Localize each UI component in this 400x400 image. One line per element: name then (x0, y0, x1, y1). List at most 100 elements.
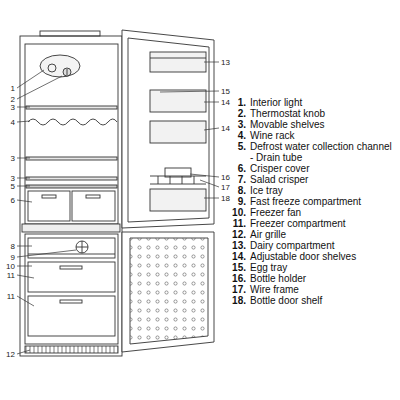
callout-number: 11 (7, 292, 15, 301)
fan-blades (76, 241, 88, 253)
legend-number: 2. (226, 108, 246, 119)
salad-crisper (28, 191, 70, 221)
part-name: Movable shelves (250, 119, 396, 130)
part-name: Freezer fan (250, 207, 396, 218)
callout-number: 17 (221, 183, 230, 192)
fridge-compartment (25, 44, 118, 224)
freezer-drawer (28, 296, 115, 336)
callout-number: 12 (6, 350, 15, 359)
leader-line (17, 275, 34, 278)
legend-number: 13. (226, 240, 246, 251)
callout-number: 16 (221, 173, 230, 182)
fast-freeze-compartment (28, 238, 115, 258)
legend-number: 8. (226, 185, 246, 196)
crisper-cover (26, 177, 117, 180)
part-name: Air grille (250, 229, 396, 240)
part-name: Freezer compartment (250, 218, 396, 229)
legend-number: 15. (226, 262, 246, 273)
leader-line (17, 186, 30, 187)
callout-number: 6 (11, 196, 15, 205)
leader-line (160, 91, 219, 92)
part-name: Interior light (250, 97, 396, 108)
bottle-door-shelf (150, 189, 206, 211)
wine-rack (28, 119, 117, 125)
legend-number: 3. (226, 119, 246, 130)
leader-line (17, 70, 44, 88)
callout-number: 9 (11, 253, 15, 262)
fridge-door (122, 30, 214, 228)
callout-number: 14 (221, 98, 230, 107)
callout-number: 15 (221, 87, 230, 96)
leader-line (17, 121, 30, 122)
part-name: Ice tray (250, 185, 396, 196)
drawer-handle (60, 300, 82, 303)
part-name: Dairy compartment (250, 240, 396, 251)
freezer-door-liner (130, 238, 208, 344)
legend-number: 5. (226, 141, 246, 152)
freezer-drawer (28, 262, 115, 292)
part-name: Thermostat knob (250, 108, 396, 119)
callout-number: 1 (11, 84, 15, 93)
legend-number: 6. (226, 163, 246, 174)
cabinet (20, 36, 122, 356)
leader-line (17, 76, 62, 99)
leader-line (17, 158, 30, 159)
part-name: Crisper cover (250, 163, 396, 174)
salad-crisper (72, 191, 115, 221)
thermostat-knob (63, 68, 71, 76)
leader-line (190, 174, 219, 177)
divider (22, 224, 120, 232)
callout-number: 14 (221, 124, 230, 133)
shelf (26, 157, 117, 160)
part-name: Egg tray (250, 262, 396, 273)
door-shelf (150, 90, 206, 112)
light-housing (40, 55, 80, 77)
legend-number: 1. (226, 97, 246, 108)
leader-line (17, 350, 30, 354)
wire-frame (150, 176, 206, 184)
leader-line (17, 266, 32, 267)
drawer-handle (86, 195, 100, 198)
part-name: Fast freeze compartment (250, 196, 396, 207)
callout-number: 18 (221, 194, 230, 203)
leader-line (17, 246, 32, 247)
callout-number: 4 (11, 118, 15, 127)
interior-light (48, 64, 56, 72)
top-hinge (40, 31, 100, 36)
part-name: Bottle door shelf (250, 295, 396, 306)
legend-number: 11. (226, 218, 246, 229)
legend-number: 7. (226, 174, 246, 185)
drawer-handle (60, 266, 82, 269)
legend-number: 9. (226, 196, 246, 207)
leader-line (204, 128, 219, 130)
dairy-compartment (150, 52, 206, 72)
part-name: Salad crisper (250, 174, 396, 185)
part-name: Wire frame (250, 284, 396, 295)
leader-line (17, 250, 76, 257)
callout-number: 3 (11, 103, 15, 112)
leader-line (204, 102, 219, 103)
legend-number: 18. (226, 295, 246, 306)
drain-channel (26, 185, 117, 188)
leader-line (17, 200, 32, 202)
leader-line (200, 180, 219, 187)
legend-number: 10. (226, 207, 246, 218)
leader-line (204, 198, 219, 199)
callout-number: 11 (7, 271, 15, 280)
freezer-door (122, 232, 214, 352)
callout-number: 10 (6, 262, 15, 271)
leader-line (17, 178, 30, 179)
legend-number: 14. (226, 251, 246, 262)
legend-number: 17. (226, 284, 246, 295)
callout-number: 8 (11, 242, 15, 251)
legend-number: 12. (226, 229, 246, 240)
leader-line (204, 62, 219, 63)
dairy-lid (150, 58, 206, 59)
callout-number: 5 (11, 182, 15, 191)
part-name: Adjustable door shelves (250, 251, 396, 262)
part-name: Wine rack (250, 130, 396, 141)
air-grille (25, 346, 118, 353)
part-name: Bottle holder (250, 273, 396, 284)
door-shelf (150, 121, 206, 143)
legend-number: 16. (226, 273, 246, 284)
